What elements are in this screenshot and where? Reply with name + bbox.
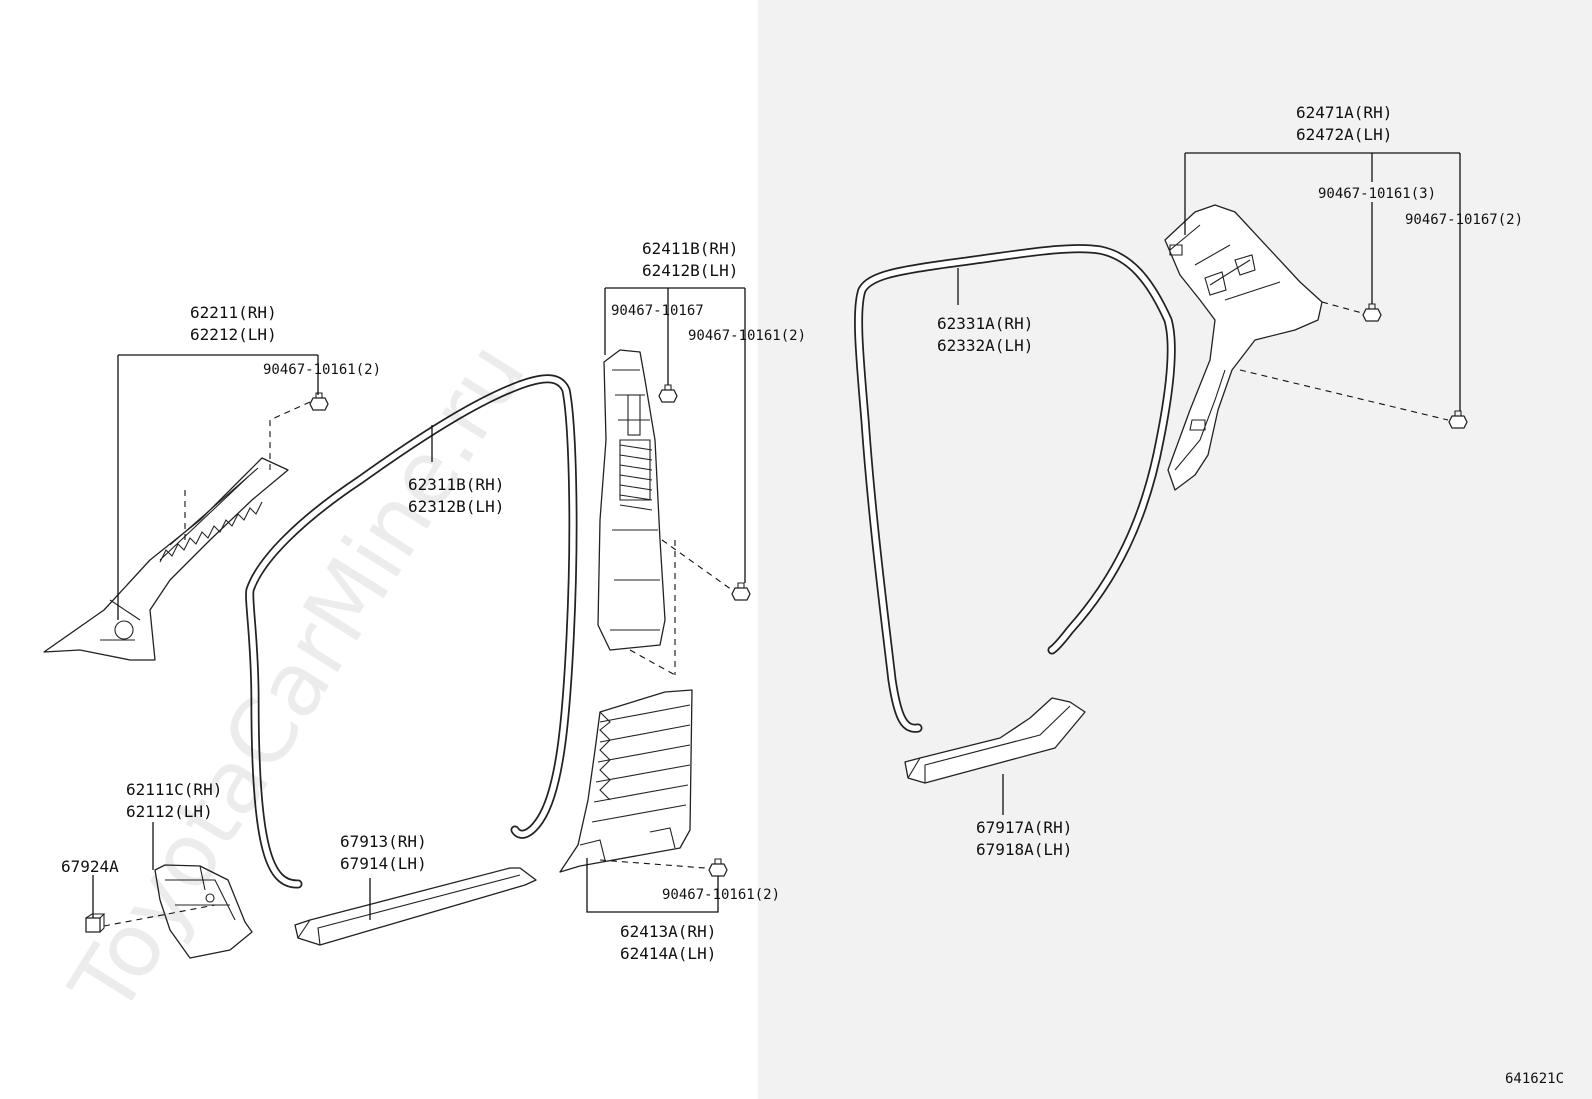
part-67917-rear-scuff-plate[interactable] <box>904 697 1086 784</box>
clip-d1-icon <box>1362 303 1382 322</box>
part-62211-a-pillar-garnish[interactable] <box>43 457 289 661</box>
part-62411-center-pillar-upper[interactable] <box>597 349 666 651</box>
part-67913-scuff-plate[interactable] <box>294 867 537 946</box>
label-clip-b1: 90467-10167 <box>611 303 704 319</box>
clip-a-icon <box>309 392 329 411</box>
right-panel-background <box>758 0 1592 1099</box>
label-clip-b2: 90467-10161(2) <box>688 328 806 344</box>
label-62311: 62311B(RH) <box>408 475 504 494</box>
clip-b2-icon <box>731 582 751 601</box>
label-67917: 67917A(RH) <box>976 818 1072 837</box>
label-62312: 62312B(LH) <box>408 497 504 516</box>
label-67918: 67918A(LH) <box>976 840 1072 859</box>
label-62331: 62331A(RH) <box>937 314 1033 333</box>
label-62412: 62412B(LH) <box>642 261 738 280</box>
part-62471-quarter-trim[interactable] <box>1164 204 1323 491</box>
part-62111-cowl-side-trim[interactable] <box>154 864 253 959</box>
label-62212: 62212(LH) <box>190 325 277 344</box>
label-62471: 62471A(RH) <box>1296 103 1392 122</box>
part-62413-center-pillar-lower[interactable] <box>559 689 693 873</box>
label-62413: 62413A(RH) <box>620 922 716 941</box>
label-62211: 62211(RH) <box>190 303 277 322</box>
label-67914: 67914(LH) <box>340 854 427 873</box>
label-clip-d2: 90467-10167(2) <box>1405 212 1523 228</box>
clip-d2-icon <box>1448 410 1468 429</box>
label-62414: 62414A(LH) <box>620 944 716 963</box>
label-62472: 62472A(LH) <box>1296 125 1392 144</box>
label-62111: 62111C(RH) <box>126 780 222 799</box>
label-62411: 62411B(RH) <box>642 239 738 258</box>
label-clip-c: 90467-10161(2) <box>662 887 780 903</box>
clip-c-icon <box>708 858 728 877</box>
diagram-code: 641621C <box>1505 1071 1564 1087</box>
label-67913: 67913(RH) <box>340 832 427 851</box>
label-62112: 62112(LH) <box>126 802 213 821</box>
part-62311-door-seal[interactable] <box>245 374 578 889</box>
clip-b1-icon <box>658 384 678 403</box>
label-clip-a: 90467-10161(2) <box>263 362 381 378</box>
label-clip-d1: 90467-10161(3) <box>1318 186 1436 202</box>
label-67924: 67924A <box>61 857 119 876</box>
label-62332: 62332A(LH) <box>937 336 1033 355</box>
part-62331-rear-door-seal[interactable] <box>854 244 1176 733</box>
